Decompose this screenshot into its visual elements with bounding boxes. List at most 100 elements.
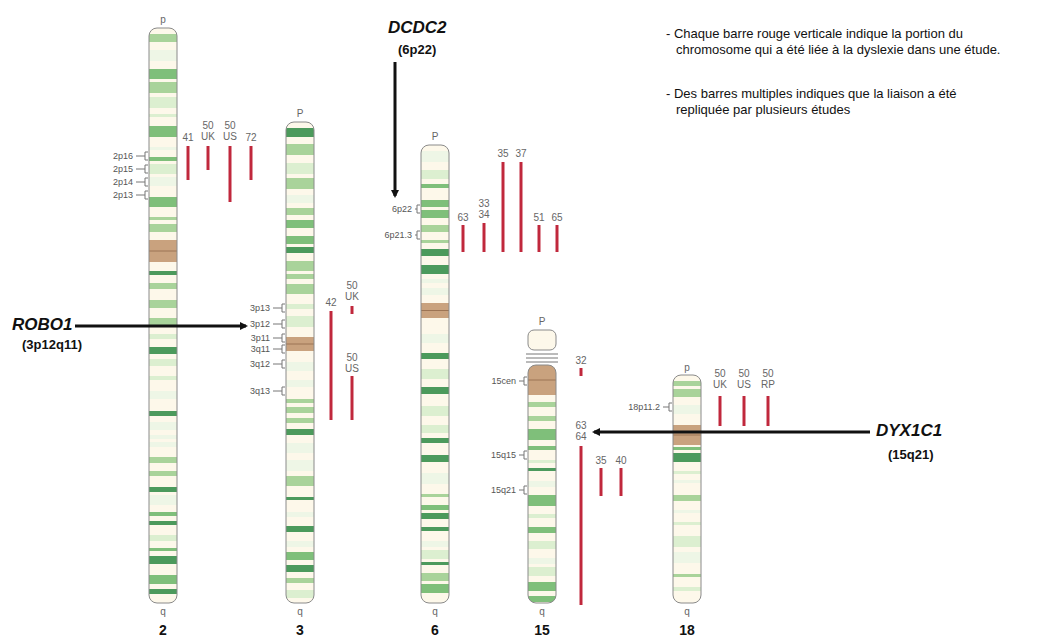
- chromosome-band: [421, 494, 449, 497]
- chromosome-band: [149, 114, 177, 117]
- linkage-bar: [556, 225, 559, 252]
- linkage-bar: [187, 146, 190, 180]
- linkage-bar: [580, 368, 583, 376]
- band-bracket: [136, 165, 148, 173]
- chromosome-band: [286, 476, 314, 486]
- satellite: [528, 330, 556, 350]
- chromosome: [421, 145, 449, 603]
- study-number: 33 34: [475, 198, 493, 220]
- study-number: 50 US: [343, 352, 361, 374]
- chromosome-group: [149, 28, 701, 603]
- chromosome-band: [421, 210, 449, 218]
- chromosome-band: [673, 480, 701, 483]
- chromosome-band: [286, 443, 314, 453]
- band-label: 15cen: [491, 376, 516, 386]
- chromosome-band: [286, 552, 314, 560]
- band-bracket: [415, 231, 420, 239]
- chromosome-band: [286, 128, 314, 137]
- chromosome-band: [286, 274, 314, 279]
- chromosome-number: 18: [679, 622, 695, 638]
- band-label: 15q21: [491, 485, 516, 495]
- chromosome-band: [673, 453, 701, 462]
- linkage-bar: [743, 396, 746, 426]
- chromosome-band: [421, 406, 449, 416]
- chromosome-outline: [528, 365, 556, 603]
- chromosome-band: [528, 567, 556, 576]
- chromosome-band: [286, 284, 314, 294]
- chromosome-band: [286, 316, 314, 327]
- study-number: 35: [595, 455, 606, 466]
- chromosome-band: [149, 283, 177, 289]
- band-label: 2p14: [113, 177, 133, 187]
- chromosome-number: 6: [431, 622, 439, 638]
- band-label: 6p21.3: [384, 230, 412, 240]
- chromosome-band: [421, 334, 449, 343]
- chromosome-band: [421, 438, 449, 443]
- linkage-bar: [207, 146, 210, 170]
- stalk-line: [526, 358, 558, 359]
- linkage-bar: [520, 162, 523, 252]
- chromosome-band: [286, 163, 314, 174]
- linkage-bars: [188, 146, 768, 605]
- arm-label: q: [432, 606, 438, 617]
- chromosome-band: [528, 541, 556, 549]
- chromosome-band: [528, 582, 556, 591]
- note-text: - Des barres multiples indiques que la l…: [666, 86, 1006, 118]
- arm-label: q: [539, 606, 545, 617]
- chromosome-band: [149, 164, 177, 174]
- chromosome-band: [528, 460, 556, 463]
- chromosome-body: [286, 122, 314, 603]
- chromosome-band: [528, 558, 556, 564]
- chromosome-band: [421, 184, 449, 188]
- chromosome-band: [149, 548, 177, 551]
- chromosome-band: [286, 178, 314, 189]
- centromere: [528, 365, 556, 395]
- centromere-line: [286, 344, 314, 345]
- chromosome-band: [286, 380, 314, 387]
- chromosome-band: [149, 97, 177, 108]
- chromosome: [528, 365, 556, 603]
- chromosome-band: [421, 353, 449, 359]
- centromere-line: [149, 251, 177, 252]
- chromosome-band: [286, 590, 314, 598]
- band-label: 2p16: [113, 151, 133, 161]
- band-label: 3p12: [250, 319, 270, 329]
- chromosome-band: [421, 170, 449, 179]
- chromosome-band: [149, 556, 177, 564]
- chromosome-outline: [421, 145, 449, 603]
- linkage-bar: [502, 162, 505, 252]
- chromosome-band: [149, 435, 177, 439]
- study-number: 32: [575, 355, 586, 366]
- chromosome-band: [528, 416, 556, 421]
- chromosome-band: [149, 271, 177, 275]
- chromosome-band: [286, 261, 314, 271]
- chromosome-band: [286, 220, 314, 228]
- chromosome-band: [286, 460, 314, 471]
- centromere: [286, 337, 314, 351]
- linkage-bar: [600, 468, 603, 496]
- linkage-bar: [620, 468, 623, 496]
- chromosome: [286, 122, 314, 603]
- chromosome-band: [149, 334, 177, 339]
- band-bracket: [519, 486, 527, 494]
- study-number: 51: [533, 212, 544, 223]
- chromosome-band: [286, 407, 314, 413]
- chromosome-band: [421, 541, 449, 547]
- chromosome-band: [149, 422, 177, 430]
- band-bracket: [273, 387, 285, 395]
- linkage-bar: [351, 376, 354, 420]
- linkage-bar: [483, 223, 486, 252]
- study-number: 40: [615, 455, 626, 466]
- chromosome-band: [528, 495, 556, 506]
- band-label: 3p13: [250, 303, 270, 313]
- study-number: 50 UK: [199, 120, 217, 142]
- gene-arrow: [394, 62, 397, 196]
- chromosome-band: [149, 411, 177, 416]
- linkage-bar: [767, 396, 770, 426]
- chromosome-band: [149, 224, 177, 232]
- band-label: 18p11.2: [628, 402, 660, 412]
- chromosome-body: [528, 365, 556, 603]
- chromosome-band: [149, 512, 177, 516]
- chromosome-number: 2: [159, 622, 167, 638]
- chromosome-band: [149, 217, 177, 220]
